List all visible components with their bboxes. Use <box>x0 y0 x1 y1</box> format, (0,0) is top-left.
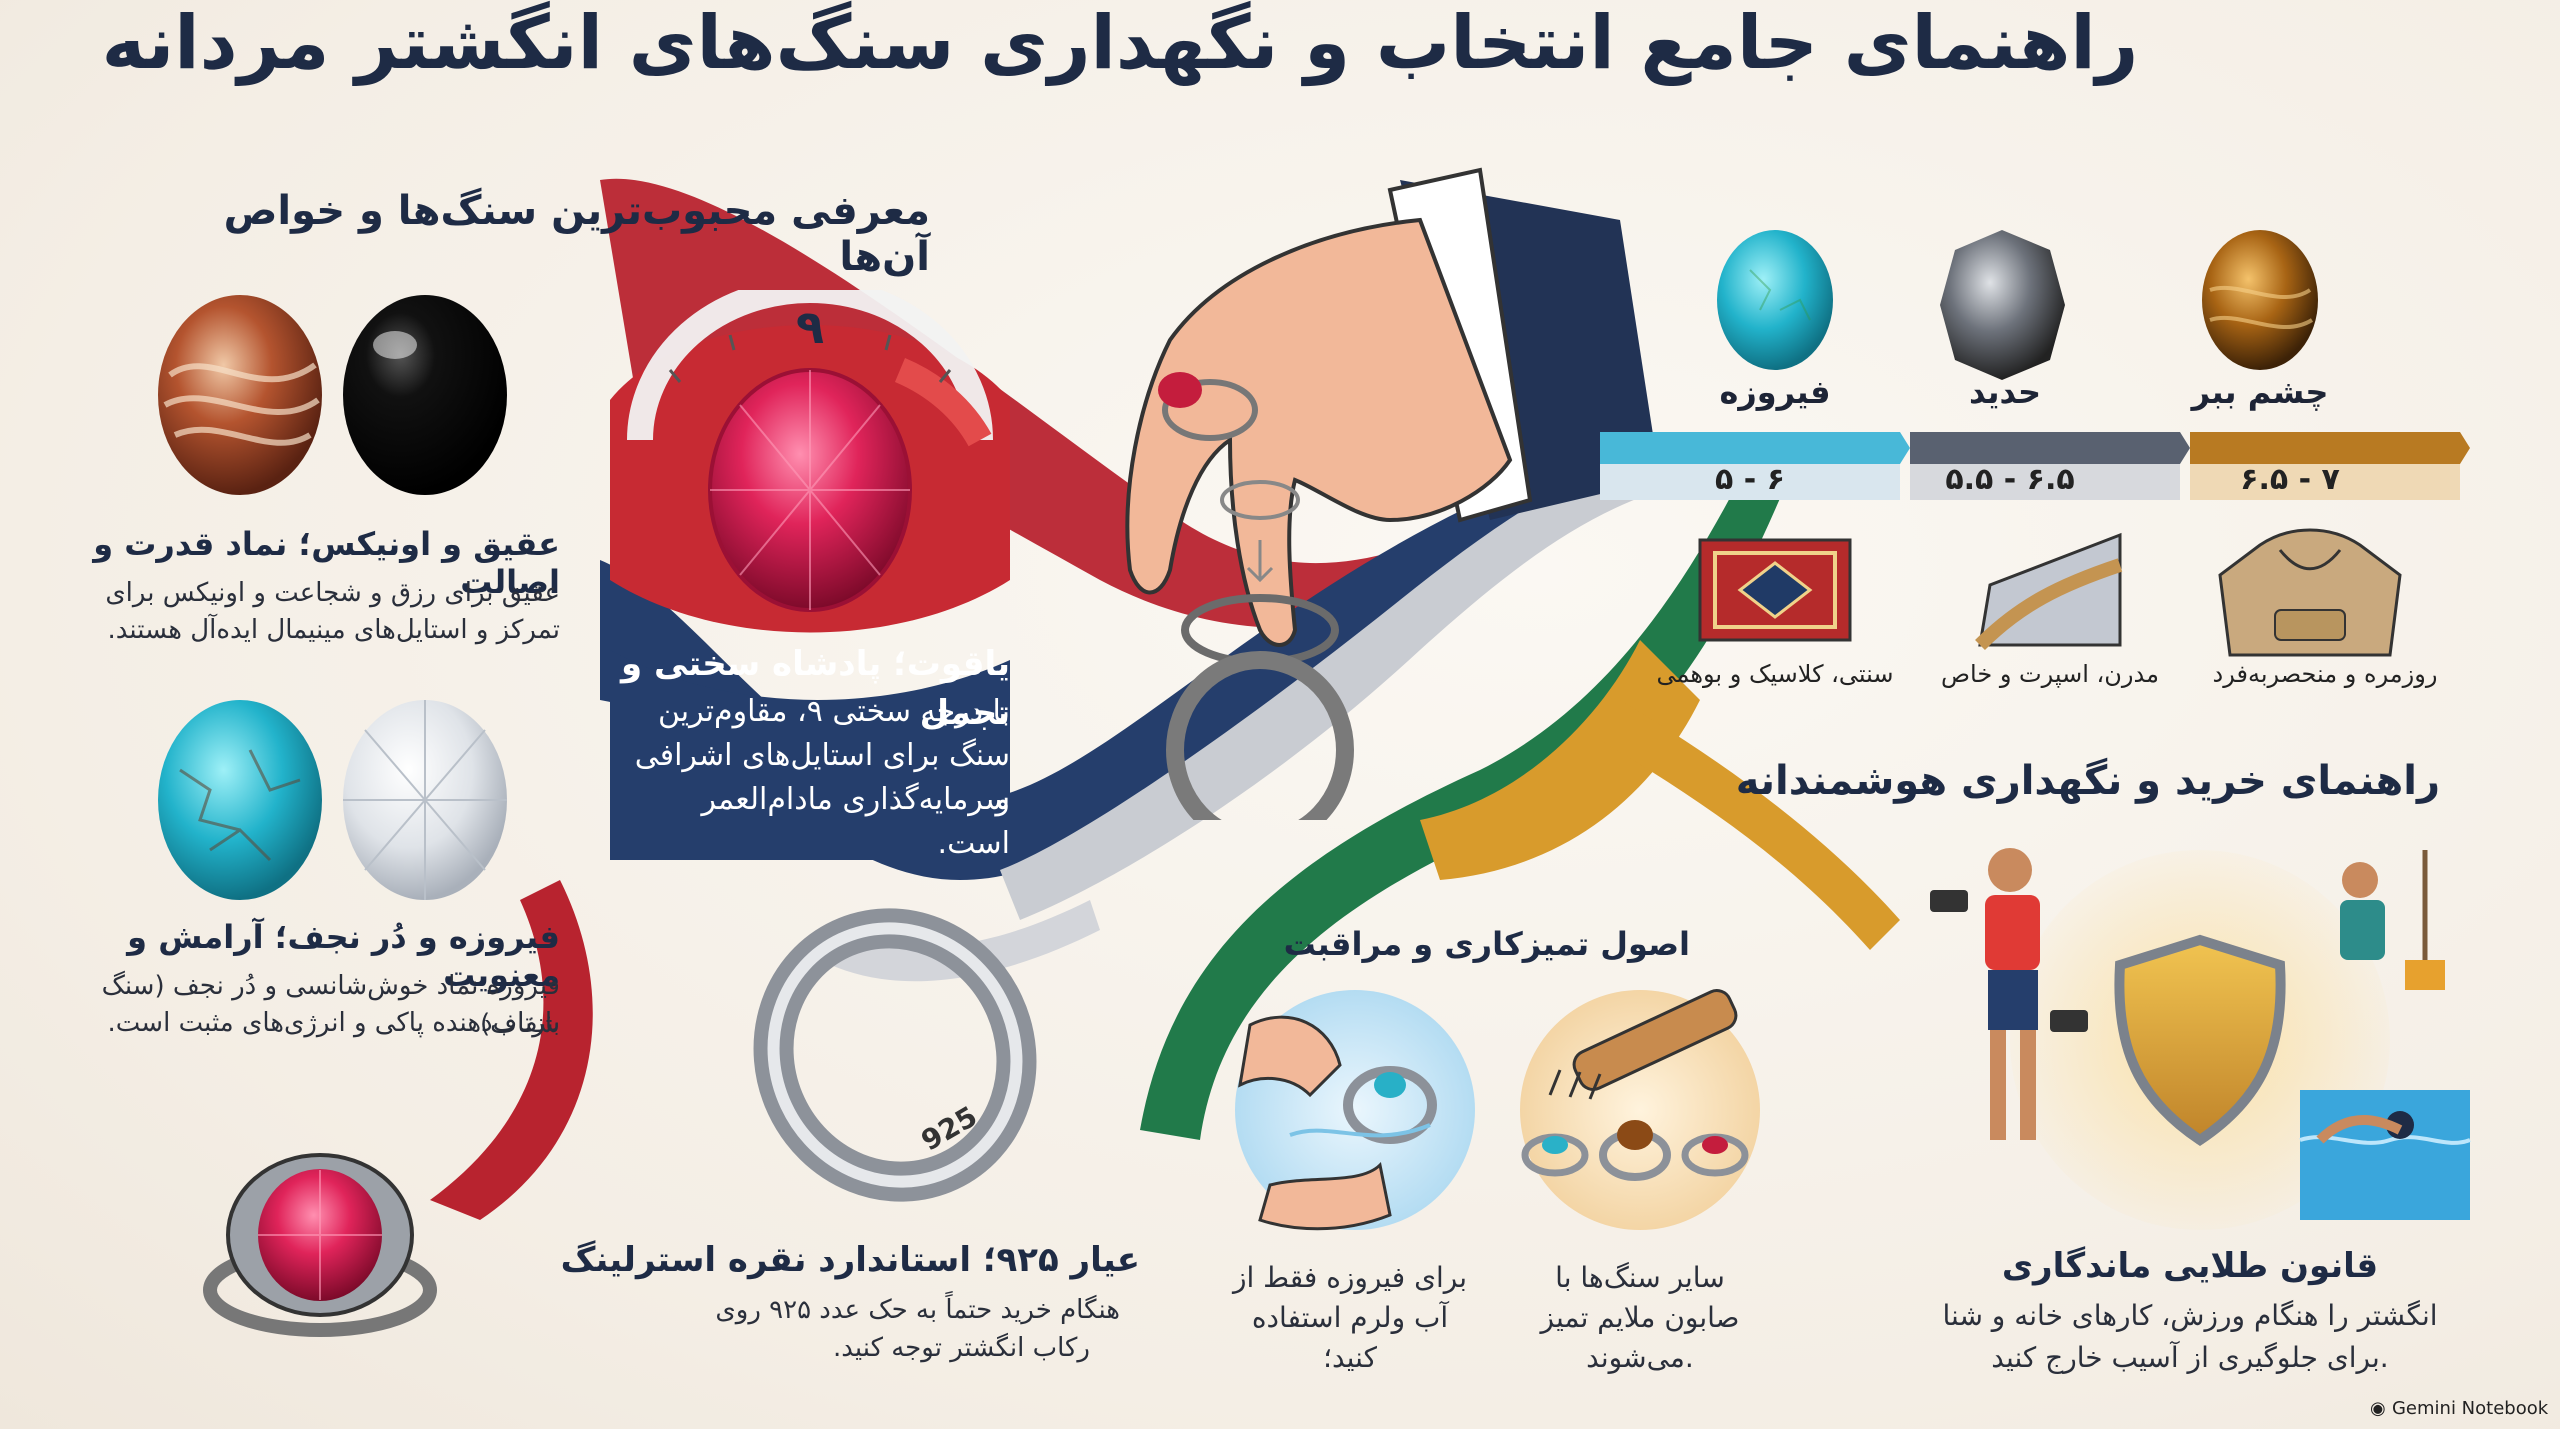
ruby-ring-illustration <box>203 1153 437 1337</box>
footer-brand: ◉ Gemini Notebook <box>2370 1398 2548 1419</box>
silver-ring-925 <box>753 908 1037 1202</box>
silver-ribbon <box>1000 440 1700 920</box>
top-ring <box>1162 379 1258 441</box>
brush <box>1548 989 1738 1100</box>
page-title: راهنمای جامع انتخاب و نگهداری سنگ‌های ان… <box>101 0 2139 86</box>
scale-range-hematite: ۵.۵ - ۶.۵ <box>1945 462 2075 497</box>
modern-architecture-icon <box>1975 532 2123 650</box>
ruby-hardness-value: ۹ <box>795 300 825 354</box>
ring-band-outline <box>1220 480 1300 520</box>
golden-rule-title: قانون طلایی ماندگاری <box>2001 1246 2379 1286</box>
scale-stone-name-hematite: حدید <box>1968 373 2042 411</box>
weightlifter-figure <box>1930 848 2088 1140</box>
turquoise-stone <box>158 700 322 900</box>
wine-ribbon-left <box>430 880 593 1220</box>
other-cleaning-3: می‌شوند. <box>1586 1341 1694 1374</box>
other-cleaning-2: صابون ملایم تمیز <box>1540 1301 1740 1334</box>
turquoise-cleaning-1: برای فیروزه فقط از <box>1232 1261 1468 1294</box>
swimmer-figure <box>2299 1090 2471 1220</box>
hoodie-icon <box>2218 528 2402 657</box>
scale-range-tigereye: ۶.۵ - ۷ <box>2240 462 2340 497</box>
agate-onyx-stones <box>158 295 507 495</box>
turquoise-dornajaf-stones <box>158 700 507 900</box>
silver-ribbon-left <box>820 900 1100 982</box>
agate-body-1: عقیق برای رزق و شجاعت و اونیکس برای <box>105 578 560 608</box>
main-ring <box>1166 594 1354 820</box>
fingers <box>1238 1015 1392 1231</box>
style-label-turquoise: سنتی، کلاسیک و بوهمی <box>1656 660 1894 688</box>
onyx-stone <box>343 295 507 495</box>
silver-body-1: هنگام خرید حتماً به حک عدد ۹۲۵ روی <box>715 1295 1120 1325</box>
shield-icon <box>2114 934 2286 1147</box>
turquoise-cleaning-2: آب ولرم استفاده <box>1251 1301 1449 1334</box>
turquoise-ring <box>1343 1066 1437 1144</box>
ruby-body-3: سرمایه‌گذاری مادام‌العمر است. <box>701 782 1010 861</box>
green-ribbon <box>1140 440 1800 1140</box>
turquoise-title: فیروزه و دُر نجف؛ آرامش و معنویت <box>127 918 560 994</box>
intro-heading: معرفی محبوب‌ترین سنگ‌ها و خواص آن‌ها <box>223 188 930 280</box>
other-cleaning-1: سایر سنگ‌ها با <box>1555 1261 1725 1294</box>
hand-with-ring-illustration <box>1125 167 1660 820</box>
guide-heading: راهنمای خرید و نگهداری هوشمندانه <box>1735 758 2440 804</box>
golden-rule-body-1: انگشتر را هنگام ورزش، کارهای خانه و شنا <box>1942 1299 2438 1332</box>
ruby-navy-band <box>610 650 1010 860</box>
hematite-scale-stone <box>1940 230 2065 380</box>
turquoise-cleaning-3: کنید؛ <box>1323 1341 1377 1374</box>
navy-ribbon <box>600 440 1660 880</box>
turquoise-body-2: بازتاب‌دهنده پاکی و انرژی‌های مثبت است. <box>107 1008 561 1038</box>
scale-range-turquoise: ۵ - ۶ <box>1715 462 1785 497</box>
cleaning-illustrations <box>1235 989 1760 1231</box>
turquoise-scale-stone <box>1717 230 1833 370</box>
top-ring-ruby <box>1158 372 1202 408</box>
hand <box>1125 217 1513 647</box>
style-label-tigereye: روزمره و منحصربه‌فرد <box>2212 660 2438 688</box>
agate-body-2: تمرکز و استایل‌های مینیمال ایده‌آل هستند… <box>107 615 560 645</box>
rug-icon <box>1698 538 1852 642</box>
scale-stone-name-turquoise: فیروزه <box>1719 373 1831 411</box>
silver-body-2: رکاب انگشتر توجه کنید. <box>833 1333 1090 1363</box>
tigereye-scale-stone <box>2202 230 2318 370</box>
scale-stone-name-tigereye: چشم ببر <box>2191 373 2329 411</box>
golden-rule-illustration <box>1930 848 2471 1230</box>
turquoise-body-1: فیروزه نماد خوش‌شانسی و دُر نجف (سنگ شفا… <box>101 971 560 1039</box>
golden-rule-body-2: برای جلوگیری از آسیب خارج کنید. <box>1991 1341 2389 1374</box>
small-rings <box>1521 1120 1749 1181</box>
ruby-panel <box>610 290 1010 860</box>
style-label-hematite: مدرن، اسپرت و خاص <box>1941 660 2159 688</box>
gemini-logo-icon: ◉ <box>2370 1398 2392 1419</box>
footer-brand-text: Gemini Notebook <box>2391 1398 2549 1419</box>
gold-ribbon-right <box>1600 700 1900 950</box>
agate-stone <box>158 295 322 495</box>
hardness-scale <box>1600 230 2470 500</box>
ruby-body-1: با درجه سختی ۹، مقاوم‌ترین <box>657 694 1010 729</box>
bar-hematite <box>1910 432 2190 464</box>
cleaning-person-figure <box>2340 850 2445 990</box>
bar-tigereye <box>2190 432 2470 464</box>
ruby-body-2: سنگ برای استایل‌های اشرافی و <box>634 738 1010 817</box>
ruby-gauge-arc <box>627 290 993 441</box>
gold-ribbon <box>1420 640 1700 880</box>
agate-title: عقیق و اونیکس؛ نماد قدرت و اصالت <box>93 525 560 601</box>
silver-title: عیار ۹۲۵؛ استاندارد نقره استرلینگ <box>560 1240 1140 1280</box>
cleaning-heading: اصول تمیزکاری و مراقبت <box>1283 925 1690 963</box>
bar-turquoise <box>1600 432 1910 464</box>
ruby-title: یاقوت؛ پادشاه سختی و تجمل <box>621 644 1010 734</box>
style-icons <box>1698 528 2402 657</box>
